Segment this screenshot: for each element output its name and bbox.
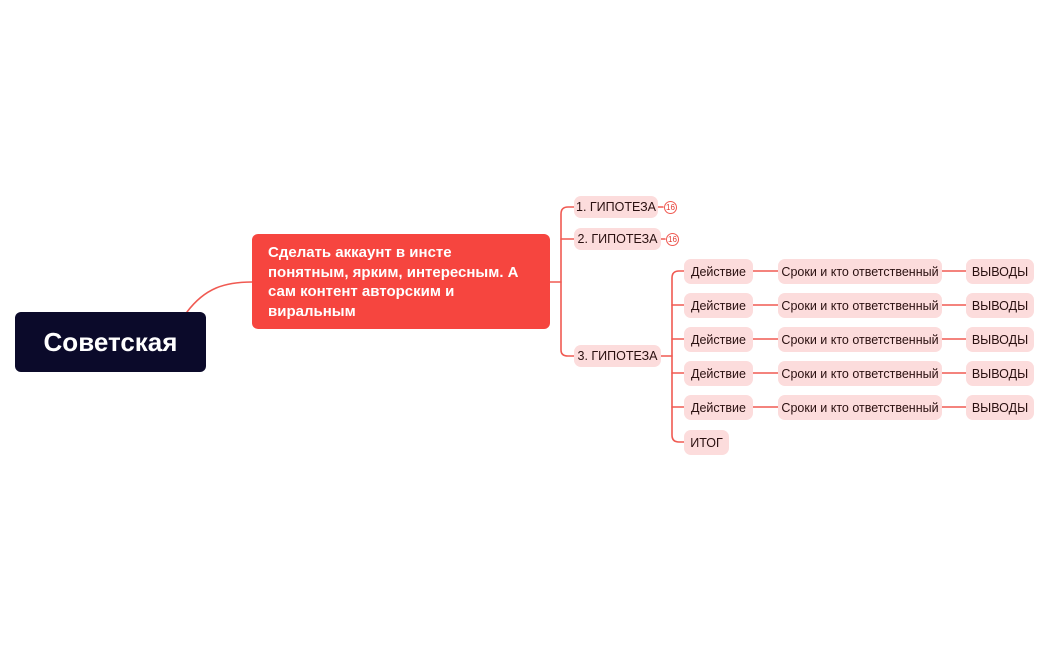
hypothesis-2-node[interactable]: 2. ГИПОТЕЗА [574,228,661,250]
conclusions-node[interactable]: ВЫВОДЫ [966,327,1034,352]
deadline-owner-node[interactable]: Сроки и кто ответственный [778,361,942,386]
action-node[interactable]: Действие [684,293,753,318]
central-topic[interactable]: Советская [15,312,206,372]
hypothesis-3-node[interactable]: 3. ГИПОТЕЗА [574,345,661,367]
deadline-owner-node[interactable]: Сроки и кто ответственный [778,327,942,352]
conclusions-node[interactable]: ВЫВОДЫ [966,395,1034,420]
deadline-owner-node[interactable]: Сроки и кто ответственный [778,395,942,420]
hypothesis-2-count-badge[interactable]: 16 [666,233,679,246]
action-node[interactable]: Действие [684,395,753,420]
action-node[interactable]: Действие [684,259,753,284]
action-node[interactable]: Действие [684,361,753,386]
result-node[interactable]: ИТОГ [684,430,729,455]
hypothesis-1-node[interactable]: 1. ГИПОТЕЗА [574,196,658,218]
hypothesis-1-count-badge[interactable]: 16 [664,201,677,214]
deadline-owner-node[interactable]: Сроки и кто ответственный [778,259,942,284]
main-topic-goal[interactable]: Сделать аккаунт в инсте понятным, ярким,… [252,234,550,329]
conclusions-node[interactable]: ВЫВОДЫ [966,259,1034,284]
conclusions-node[interactable]: ВЫВОДЫ [966,293,1034,318]
action-node[interactable]: Действие [684,327,753,352]
conclusions-node[interactable]: ВЫВОДЫ [966,361,1034,386]
deadline-owner-node[interactable]: Сроки и кто ответственный [778,293,942,318]
